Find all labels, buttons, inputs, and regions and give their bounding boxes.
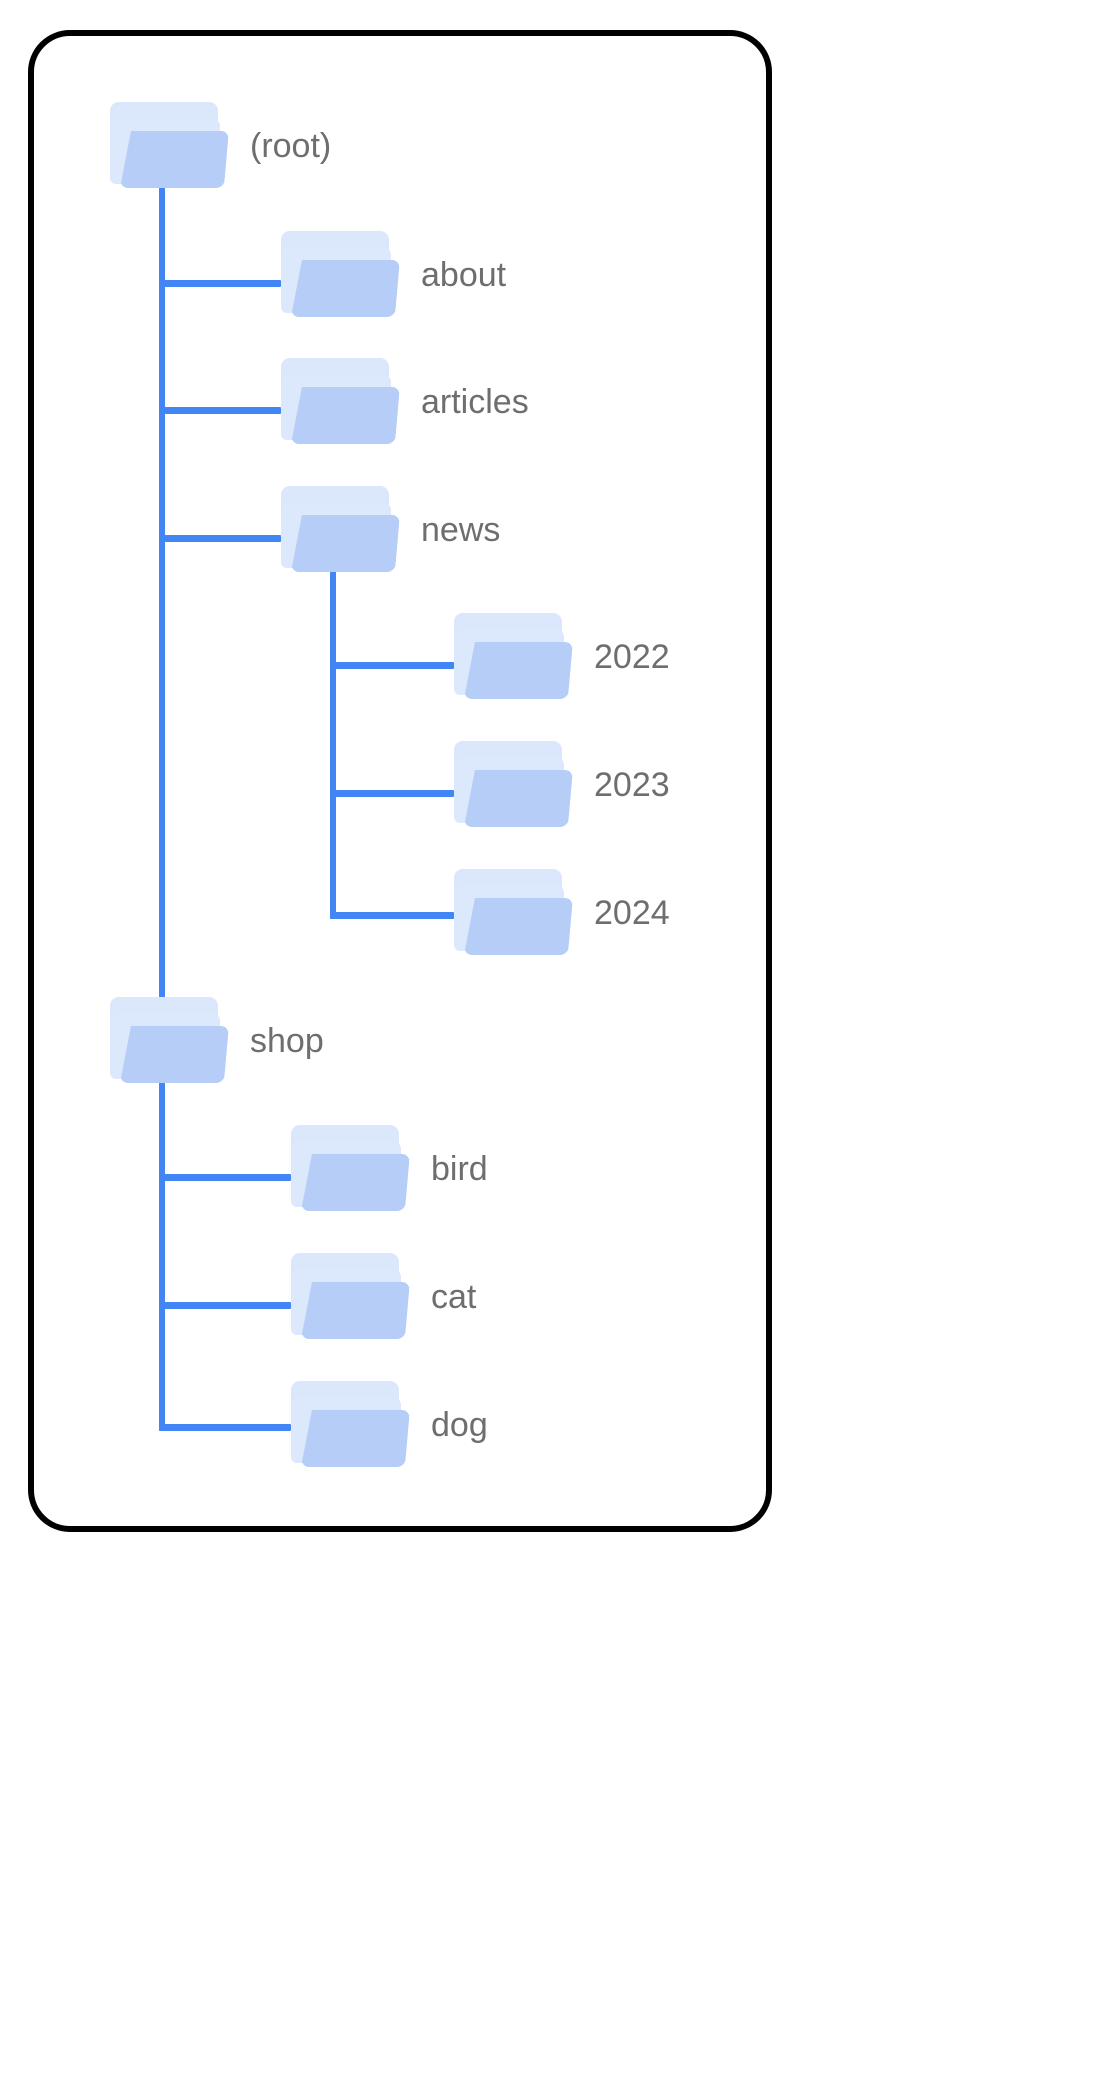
diagram-card-frame: (root) about articles [28, 30, 772, 1532]
connector-shop-dog [159, 1424, 291, 1431]
tree-node-2024[interactable]: 2024 [452, 867, 670, 959]
tree-node-label: 2023 [594, 766, 670, 804]
tree-node-about[interactable]: about [279, 229, 506, 321]
connector-root-about [159, 280, 281, 287]
connector-news-2024 [330, 912, 454, 919]
folder-icon [279, 356, 397, 448]
tree-node-dog[interactable]: dog [289, 1379, 488, 1471]
folder-icon [452, 867, 570, 959]
folder-icon [452, 739, 570, 831]
connector-shop-cat [159, 1302, 291, 1309]
tree-node-root[interactable]: (root) [108, 100, 331, 192]
tree-node-label: bird [431, 1150, 488, 1188]
connector-news-2022 [330, 662, 454, 669]
folder-icon [279, 484, 397, 576]
folder-icon [108, 995, 226, 1087]
folder-icon [289, 1251, 407, 1343]
folder-icon [289, 1379, 407, 1471]
tree-node-label: cat [431, 1278, 477, 1316]
connector-root-articles [159, 407, 281, 414]
tree-node-label: shop [250, 1022, 324, 1060]
connector-root-news [159, 535, 281, 542]
tree-node-shop[interactable]: shop [108, 995, 324, 1087]
connector-shop-bird [159, 1174, 291, 1181]
tree-node-bird[interactable]: bird [289, 1123, 488, 1215]
tree-node-2022[interactable]: 2022 [452, 611, 670, 703]
tree-node-news[interactable]: news [279, 484, 500, 576]
folder-icon [108, 100, 226, 192]
connector-news-trunk [330, 565, 336, 919]
folder-tree: (root) about articles [34, 36, 778, 1538]
tree-node-cat[interactable]: cat [289, 1251, 476, 1343]
folder-icon [279, 229, 397, 321]
tree-node-label: articles [421, 383, 529, 421]
tree-node-2023[interactable]: 2023 [452, 739, 670, 831]
folder-icon [452, 611, 570, 703]
connector-shop-trunk [159, 1076, 165, 1431]
tree-node-label: about [421, 256, 507, 294]
folder-icon [289, 1123, 407, 1215]
tree-node-label: (root) [250, 127, 332, 165]
tree-node-label: news [421, 511, 501, 549]
tree-node-articles[interactable]: articles [279, 356, 529, 448]
connector-root-trunk [159, 184, 165, 1056]
tree-node-label: 2024 [594, 894, 670, 932]
tree-node-label: 2022 [594, 638, 670, 676]
connector-news-2023 [330, 790, 454, 797]
tree-node-label: dog [431, 1406, 488, 1444]
